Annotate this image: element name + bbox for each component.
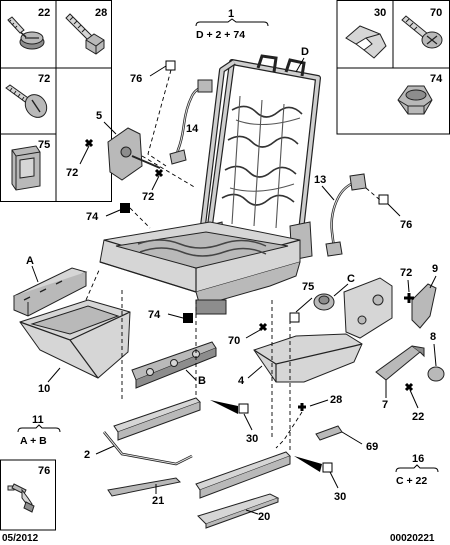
cross-72-left-icon [84, 138, 94, 148]
label-76-upper: 76 [130, 73, 142, 85]
cross-72-right-icon [404, 293, 414, 303]
cross-70-icon [258, 322, 268, 332]
label-75: 75 [38, 139, 50, 151]
part-69 [315, 425, 343, 441]
label-72-right: 72 [400, 267, 412, 279]
fastener-74-upper-icon [120, 203, 130, 213]
label-30-lower: 30 [334, 491, 346, 503]
label-5: 5 [96, 110, 102, 122]
seat-pan-10 [19, 299, 131, 379]
pointer-30-lower [294, 456, 333, 473]
label-70: 70 [430, 7, 442, 19]
label-74-upper: 74 [86, 211, 99, 223]
lower-rail-left [113, 397, 201, 441]
label-72-mid: 72 [142, 191, 154, 203]
label-B: B [198, 375, 206, 387]
lever-7 [375, 345, 425, 381]
label-14: 14 [186, 123, 199, 135]
label-74: 74 [430, 73, 443, 85]
label-22: 22 [38, 7, 50, 19]
cross-22-icon [404, 382, 414, 392]
cross-72-mid-icon [154, 168, 164, 178]
label-74-lower: 74 [148, 309, 161, 321]
label-75: 75 [302, 281, 314, 293]
knob-8 [427, 366, 445, 382]
footer-ref: 00020221 [390, 533, 435, 544]
label-30: 30 [374, 7, 386, 19]
inset-right [336, 0, 450, 135]
label-11: 11 [32, 414, 44, 426]
label-2: 2 [84, 449, 90, 461]
cable-14 [169, 79, 213, 165]
label-4: 4 [238, 375, 245, 387]
clip-30-icon [345, 25, 387, 59]
label-72-left: 72 [66, 167, 78, 179]
label-69: 69 [366, 441, 378, 453]
rod-2 [102, 431, 193, 466]
label-28: 28 [330, 394, 342, 406]
label-group-1-formula: D + 2 + 74 [196, 29, 245, 41]
label-72: 72 [38, 73, 50, 85]
label-9: 9 [432, 263, 438, 275]
label-22: 22 [412, 411, 424, 423]
rivet-76-icon [7, 483, 35, 513]
label-7: 7 [382, 399, 388, 411]
seat-cushion-frame [99, 221, 301, 315]
label-28: 28 [95, 7, 107, 19]
label-21: 21 [152, 495, 164, 507]
label-13: 13 [314, 174, 326, 186]
plate-20 [197, 493, 280, 529]
label-30-upper: 30 [246, 433, 258, 445]
inset-bottom-left [0, 459, 56, 531]
side-trim-4 [253, 333, 363, 383]
lower-rail-right [195, 451, 291, 499]
screw-22-icon [7, 16, 45, 50]
label-70: 70 [228, 335, 240, 347]
label-76-right: 76 [400, 219, 412, 231]
label-C: C [347, 273, 355, 285]
label-11-formula: A + B [20, 435, 47, 447]
trim-panel-C [343, 277, 393, 339]
inset-left [0, 0, 112, 202]
screw-28-icon [65, 13, 105, 55]
bracket-5 [107, 127, 161, 181]
pointer-30-upper [210, 400, 249, 414]
label-8: 8 [430, 331, 436, 343]
label-10: 10 [38, 383, 50, 395]
knob-75 [313, 293, 335, 311]
cross-28-icon [298, 403, 306, 411]
nut-74-icon [397, 85, 433, 115]
bar-21 [107, 477, 182, 497]
clip-75-icon [11, 145, 41, 191]
label-A: A [26, 255, 34, 267]
label-20: 20 [258, 511, 270, 523]
label-group-1: 1 [228, 8, 234, 20]
footer-date: 05/2012 [2, 533, 39, 544]
label-D: D [301, 46, 309, 58]
lever-9 [411, 283, 437, 329]
screw-72-icon [5, 84, 48, 118]
cable-13 [325, 173, 367, 257]
screw-70-icon [401, 15, 443, 49]
fastener-74-lower-icon [183, 313, 193, 323]
label-16: 16 [412, 453, 424, 465]
rail-A [12, 267, 88, 317]
label-16-formula: C + 22 [396, 475, 427, 487]
label-76: 76 [38, 465, 50, 477]
